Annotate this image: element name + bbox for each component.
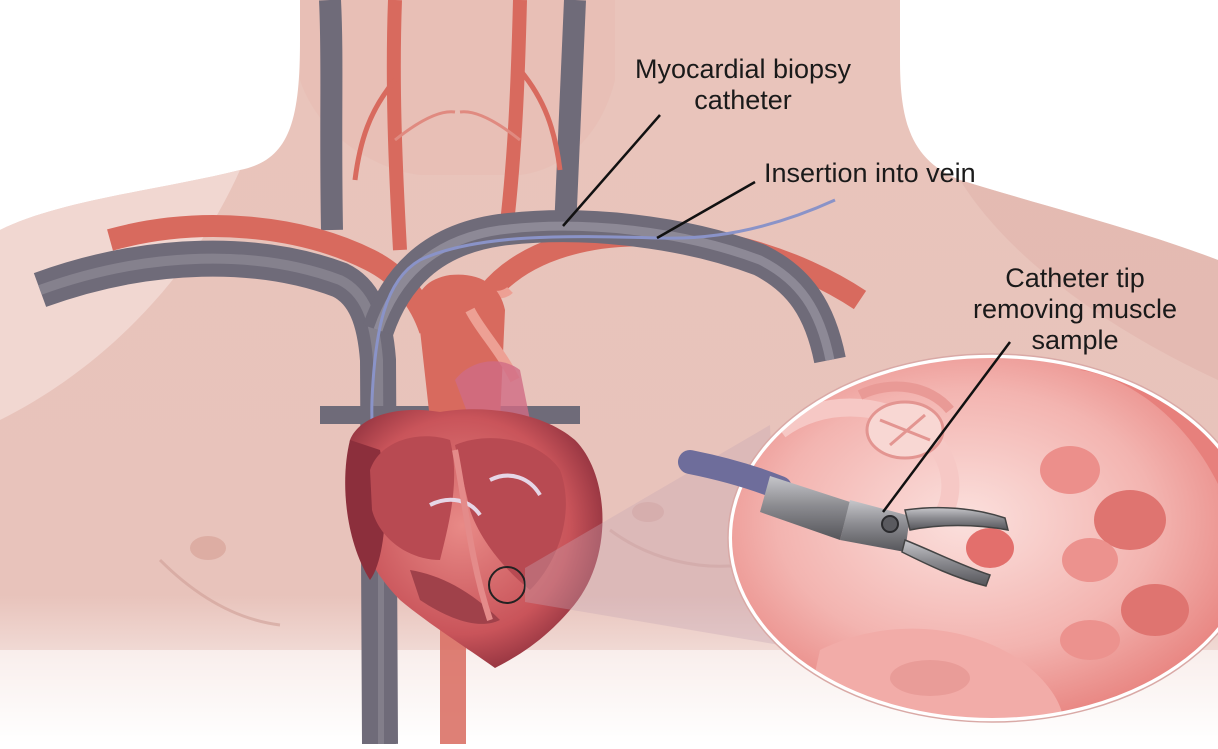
label-insertion-into-vein: Insertion into vein xyxy=(764,158,976,189)
label-line: Insertion into vein xyxy=(764,158,976,189)
label-line: removing muscle xyxy=(930,294,1218,325)
label-line: catheter xyxy=(583,85,903,116)
label-myocardial-biopsy-catheter: Myocardial biopsy catheter xyxy=(583,54,903,116)
label-line: Catheter tip xyxy=(930,263,1218,294)
label-line: Myocardial biopsy xyxy=(583,54,903,85)
label-catheter-tip: Catheter tip removing muscle sample xyxy=(930,263,1218,356)
label-line: sample xyxy=(930,325,1218,356)
